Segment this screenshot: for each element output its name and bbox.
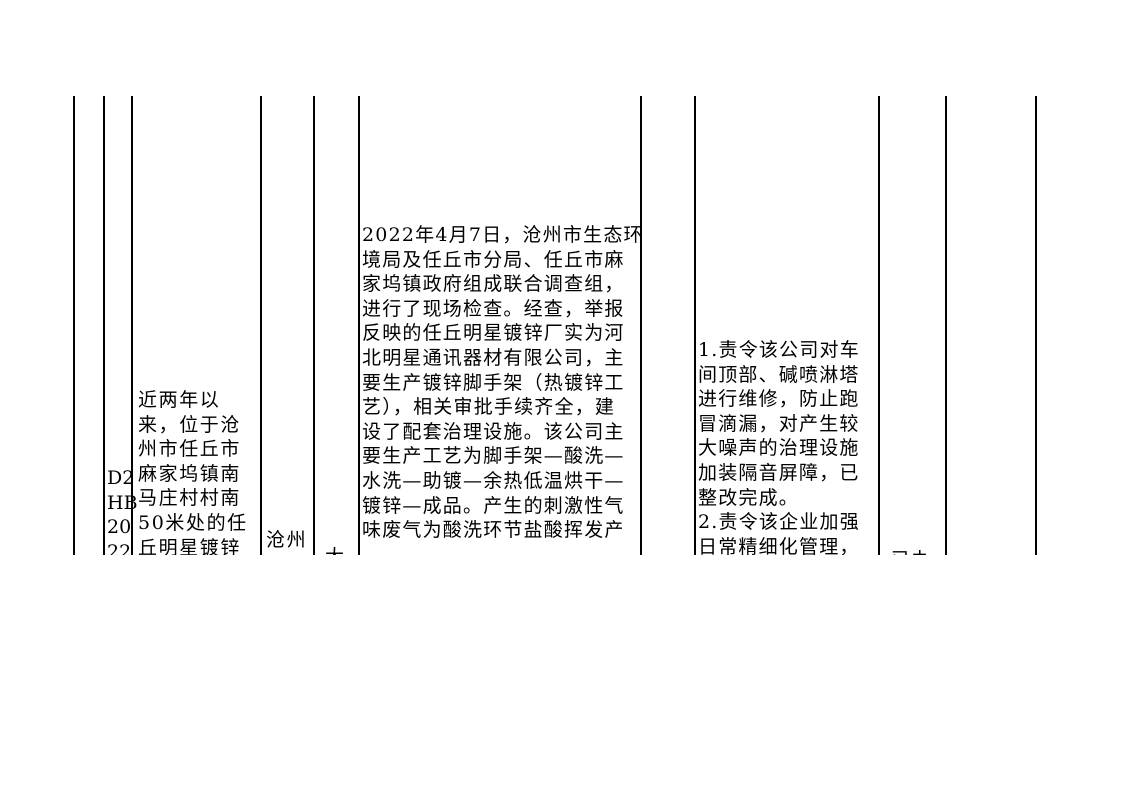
column-divider [358,96,360,555]
column-divider [878,96,880,555]
case-id-cell: D2 HB 20 22 [107,467,138,555]
complaint-content-cell: 近两年以 来，位于沧 州市任丘市 麻家坞镇南 马庄村村南 50米处的任 丘明星镀… [138,389,248,555]
column-divider [640,96,642,555]
column-divider [131,96,133,555]
category-cell: 大 [325,545,346,555]
column-divider [945,96,947,555]
status-cell: 已办 [891,548,932,555]
column-divider [73,96,75,555]
column-divider [260,96,262,555]
column-divider [1035,96,1037,555]
investigation-cell: 2022年4月7日，沧州市生态环 境局及任丘市分局、任丘市麻 家坞镇政府组成联合… [362,224,644,542]
rectification-cell: 1.责令该公司对车 间顶部、碱喷淋塔 进行维修，防止跑 冒滴漏，对产生较 大噪声… [698,339,860,555]
complaint-table: D2 HB 20 22 近两年以 来，位于沧 州市任丘市 麻家坞镇南 马庄村村南… [0,96,1122,555]
column-divider [103,96,105,555]
column-divider [694,96,696,555]
city-cell: 沧州 [266,529,308,551]
column-divider [313,96,315,555]
